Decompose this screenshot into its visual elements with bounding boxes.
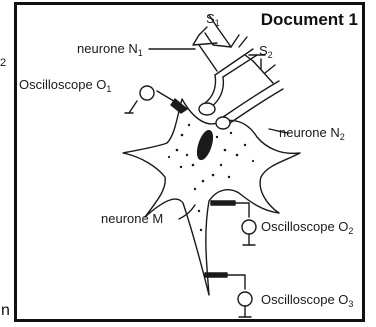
oscilloscope-o3-electrode [205,273,252,317]
oscilloscope-o2-electrode [211,201,256,245]
oscilloscope-o1-electrode [125,86,187,113]
label-leader-lines [149,49,289,219]
neurone-n1-axon [199,49,257,115]
neuron-diagram [17,5,365,322]
left-edge-fragment-bottom: n [1,302,10,320]
label-stimulator-s1: S1 [206,11,220,26]
neurone-m-cell-body [123,99,300,295]
label-neurone-n1: neurone N1 [77,41,143,56]
label-neurone-m: neurone M [101,211,163,226]
label-stimulator-s2: S2 [259,43,273,58]
label-oscilloscope-o3: Oscilloscope O3 [261,292,353,307]
diagram-panel: Document 1 [14,2,365,322]
neurone-n2-axon [216,81,283,129]
left-edge-fragment-top: 2 [0,57,6,69]
neurone-m-nucleus [195,129,216,161]
label-oscilloscope-o2: Oscilloscope O2 [261,219,353,234]
label-oscilloscope-o1: Oscilloscope O1 [19,77,111,92]
label-neurone-n2: neurone N2 [279,125,345,140]
